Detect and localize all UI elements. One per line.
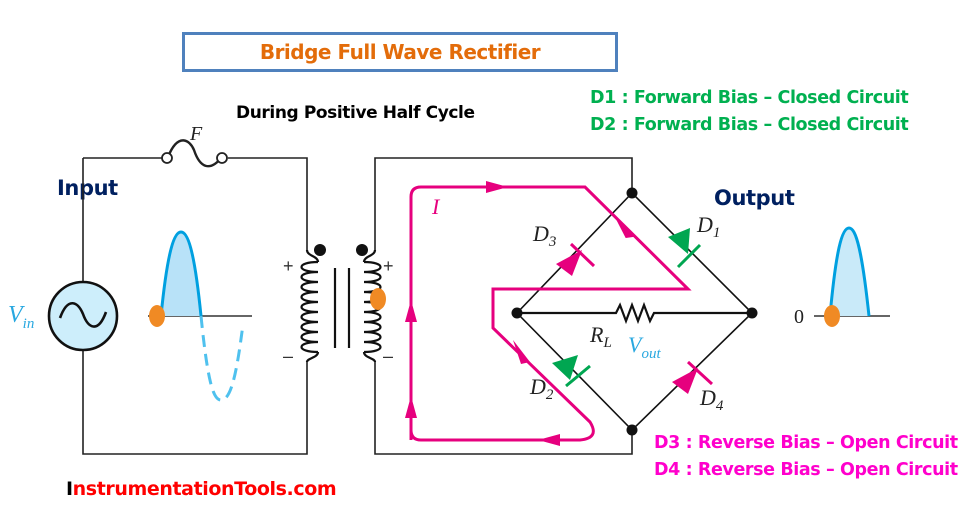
brand-first-letter: I: [66, 478, 73, 500]
primary-dot: [314, 244, 326, 256]
d3-label: D3: [532, 221, 556, 250]
secondary-dot: [356, 244, 368, 256]
diode-d3-icon: [556, 242, 596, 276]
title-box: Bridge Full Wave Rectifier: [182, 32, 618, 72]
node-bottom: [626, 424, 638, 436]
d2-label: D2: [529, 374, 554, 403]
input-label: Input: [57, 176, 118, 200]
fuse-label: F: [189, 123, 203, 145]
diode-d4-icon: [672, 360, 714, 394]
primary-plus: +: [283, 256, 294, 276]
d2-status: D2 : Forward Bias – Closed Circuit: [590, 115, 909, 135]
output-zero-label: 0: [794, 306, 804, 328]
node-top: [626, 187, 638, 199]
fuse-icon: [161, 139, 228, 168]
transformer-icon: [300, 249, 382, 363]
primary-minus: –: [283, 346, 293, 366]
node-right: [746, 307, 758, 319]
secondary-wires: [374, 157, 633, 455]
vin-label: Vin: [8, 302, 34, 332]
input-marker: [149, 305, 165, 327]
rl-label: RL: [589, 322, 612, 351]
page-title: Bridge Full Wave Rectifier: [259, 40, 541, 64]
current-label: I: [431, 194, 441, 219]
diode-d1-icon: [668, 228, 702, 269]
output-marker: [824, 305, 840, 327]
secondary-plus: +: [383, 256, 394, 276]
brand-logo: InstrumentationTools.com: [66, 478, 337, 500]
diode-d2-icon: [552, 355, 591, 388]
current-path: [409, 185, 692, 442]
output-waveform: [814, 226, 890, 327]
secondary-marker: [370, 288, 386, 310]
input-waveform: [148, 230, 252, 402]
d1-status: D1 : Forward Bias – Closed Circuit: [590, 88, 909, 108]
secondary-minus: –: [383, 346, 393, 366]
d4-label: D4: [699, 385, 724, 414]
current-arrows: [405, 181, 636, 446]
node-left: [511, 307, 523, 319]
d3-status: D3 : Reverse Bias – Open Circuit: [654, 433, 958, 453]
d4-status: D4 : Reverse Bias – Open Circuit: [654, 460, 958, 480]
bridge: [515, 191, 754, 432]
brand-rest: nstrumentationTools.com: [72, 478, 337, 500]
output-label: Output: [714, 186, 795, 210]
subtitle: During Positive Half Cycle: [236, 103, 475, 123]
vout-label: Vout: [628, 332, 661, 362]
ac-source-icon: [47, 280, 119, 352]
d1-label: D1: [696, 212, 720, 241]
primary-wires: [82, 157, 308, 455]
